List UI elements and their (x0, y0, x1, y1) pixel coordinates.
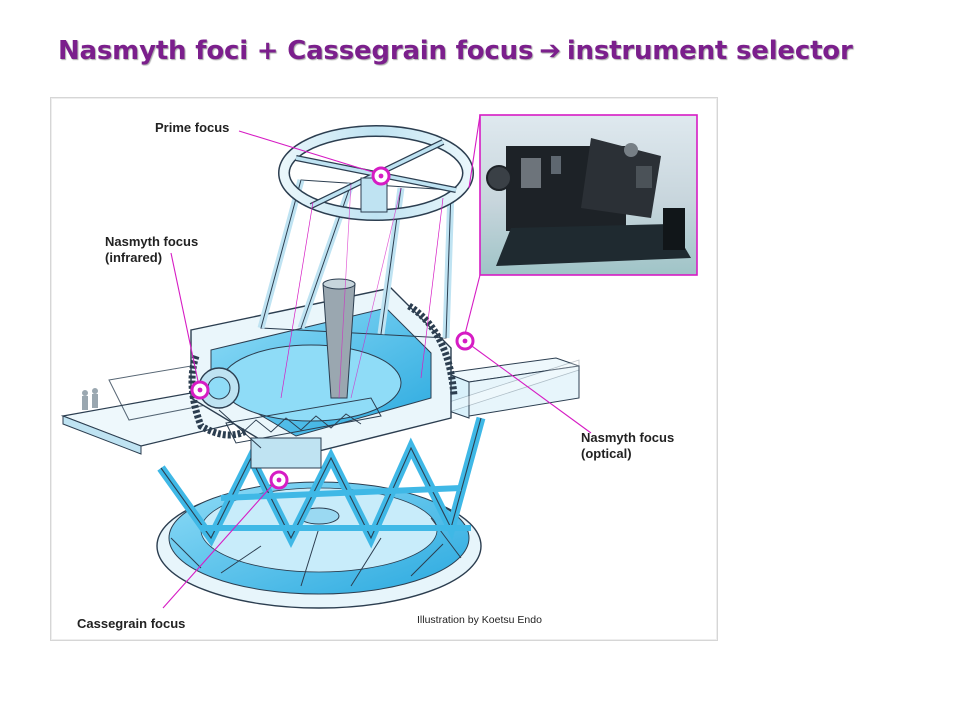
label-nasmyth-optical-line2: (optical) (581, 446, 632, 461)
slide-title: Nasmyth foci + Cassegrain focus➔instrume… (58, 36, 853, 66)
label-prime-focus: Prime focus (155, 120, 230, 135)
label-nasmyth-ir-line2: (infrared) (105, 250, 163, 265)
arrow-icon: ➔ (539, 36, 561, 66)
cassegrain-target-icon (269, 470, 289, 490)
title-part-2: instrument selector (566, 36, 853, 66)
azimuth-base (156, 481, 482, 609)
label-cassegrain: Cassegrain focus (77, 616, 186, 631)
telescope-drawing (60, 114, 698, 609)
cassegrain-unit (218, 409, 322, 469)
mirror-cell (188, 287, 458, 459)
label-nasmyth-ir-line1: Nasmyth focus (105, 234, 199, 249)
label-nasmyth-ir: Nasmyth focus (infrared) (105, 234, 198, 266)
title-part-1: Nasmyth foci + Cassegrain focus (58, 36, 534, 66)
nasmyth-optical-target-icon (455, 331, 475, 351)
support-truss (157, 416, 486, 549)
focus-markers (190, 166, 475, 490)
nasmyth-platform-right (444, 357, 580, 419)
illustration-credit: Illustration by Koetsu Endo (417, 614, 542, 626)
leader-lines (162, 114, 592, 609)
nasmyth-ir-target-icon (190, 380, 210, 400)
instrument-photo (479, 114, 698, 276)
label-nasmyth-optical: Nasmyth focus (optical) (581, 430, 674, 462)
telescope-illustration: Prime focus Nasmyth focus (infrared) Nas… (50, 97, 718, 641)
label-nasmyth-optical-line1: Nasmyth focus (581, 430, 675, 445)
prime-focus-target-icon (371, 166, 391, 186)
